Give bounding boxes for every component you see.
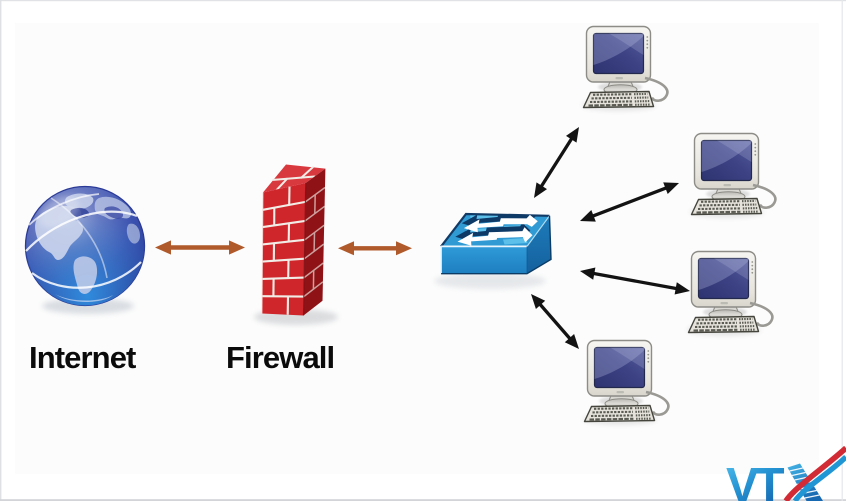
vtx-logo: VT	[726, 445, 846, 501]
page-border-left	[0, 0, 2, 501]
arrow-firewall-switch	[338, 241, 412, 256]
vtx-logo-x-shape	[783, 445, 846, 501]
arrow-internet-firewall	[155, 240, 245, 255]
arrow-switch-pc4	[531, 294, 579, 349]
arrow-switch-pc1	[534, 127, 579, 198]
page-border-right	[841, 0, 843, 501]
page-border-bottom	[0, 499, 846, 501]
vtx-logo-vt-text: VT	[726, 459, 785, 501]
content-panel	[15, 23, 819, 474]
firewall-label: Firewall	[226, 340, 335, 375]
page-border-top	[0, 0, 846, 2]
firewall-icon	[254, 164, 338, 325]
globe-icon	[24, 185, 146, 314]
internet-label: Internet	[29, 340, 136, 375]
network-switch-icon	[434, 212, 552, 289]
arrow-switch-pc3	[580, 267, 690, 295]
arrow-switch-pc2	[580, 182, 679, 222]
